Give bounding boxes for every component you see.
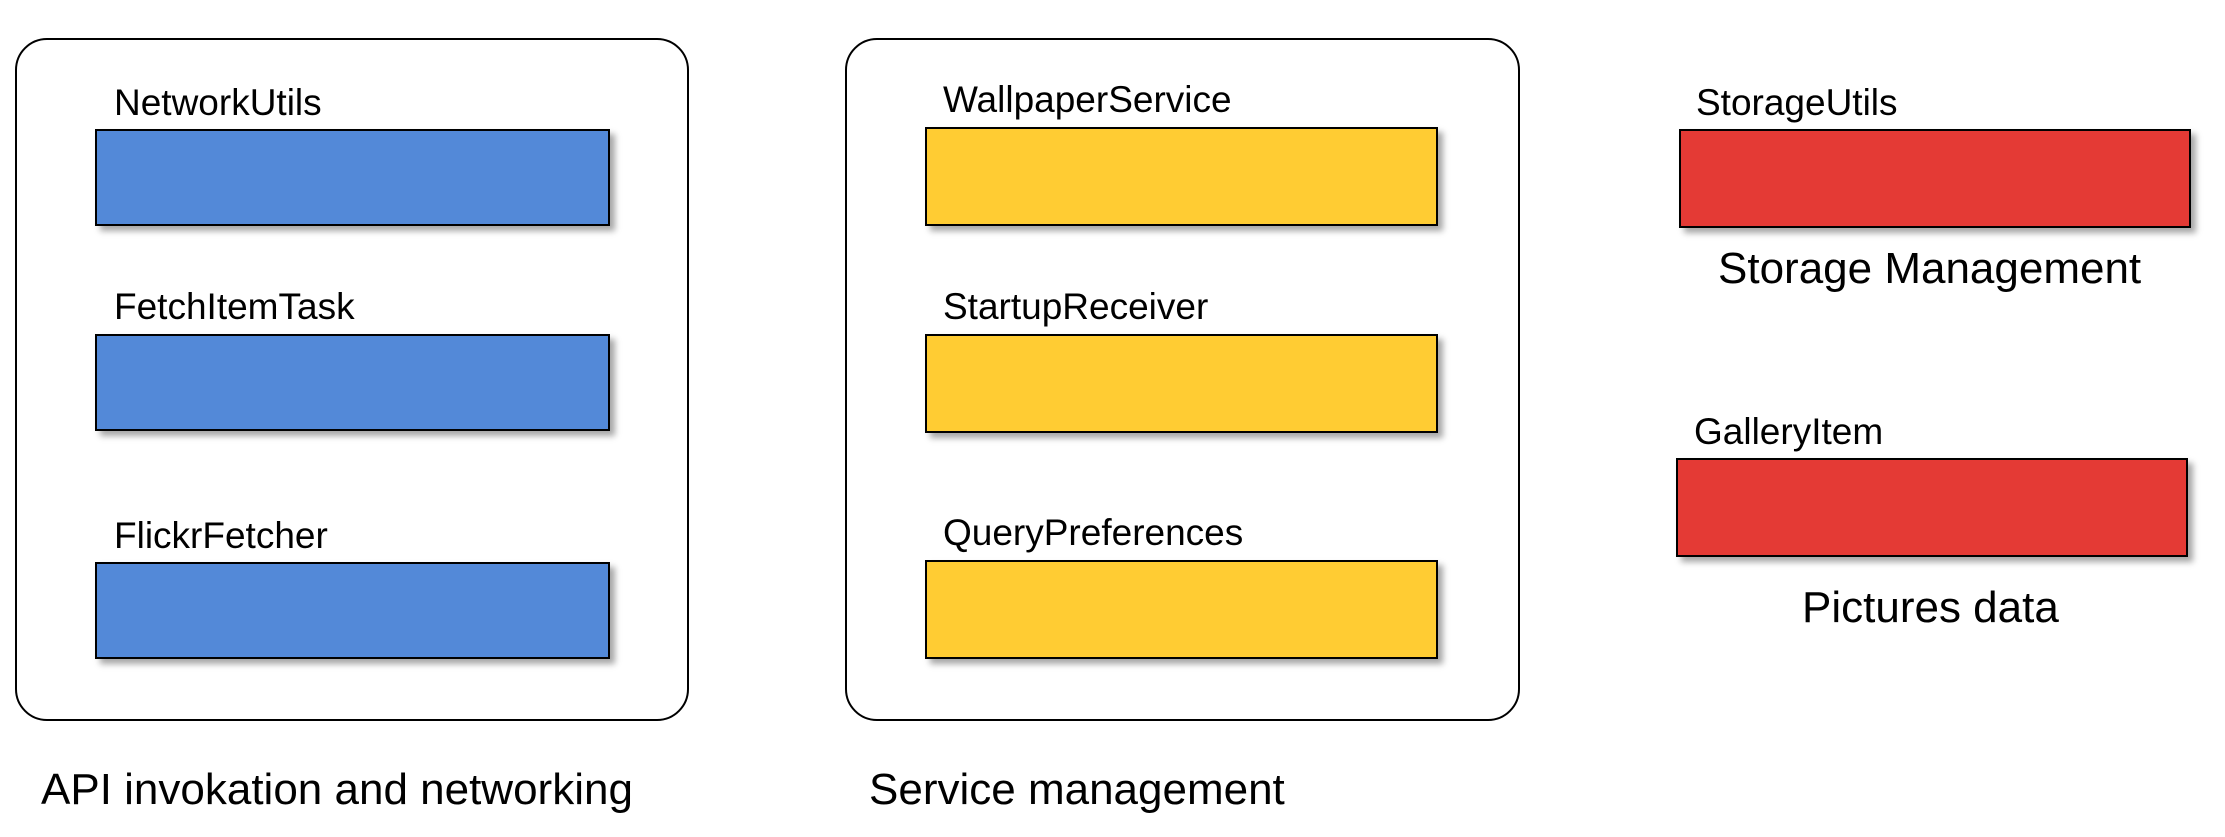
startup-receiver-component	[925, 334, 1438, 433]
api-networking-caption: API invokation and networking	[41, 765, 633, 814]
startup-receiver-label: StartupReceiver	[943, 286, 1209, 327]
flickr-fetcher-label: FlickrFetcher	[114, 515, 328, 556]
storage-management-caption: Storage Management	[1718, 244, 2142, 293]
network-utils-component	[95, 129, 610, 226]
gallery-item-component	[1676, 458, 2188, 557]
pictures-data-caption: Pictures data	[1802, 583, 2059, 632]
fetch-item-task-component	[95, 334, 610, 431]
wallpaper-service-component	[925, 127, 1438, 226]
query-preferences-component	[925, 560, 1438, 659]
fetch-item-task-label: FetchItemTask	[114, 286, 355, 327]
service-management-caption: Service management	[869, 765, 1285, 814]
wallpaper-service-label: WallpaperService	[943, 79, 1232, 120]
query-preferences-label: QueryPreferences	[943, 512, 1244, 553]
storage-utils-label: StorageUtils	[1696, 82, 1898, 123]
flickr-fetcher-component	[95, 562, 610, 659]
gallery-item-label: GalleryItem	[1694, 411, 1884, 452]
storage-utils-component	[1679, 129, 2191, 228]
network-utils-label: NetworkUtils	[114, 82, 322, 123]
